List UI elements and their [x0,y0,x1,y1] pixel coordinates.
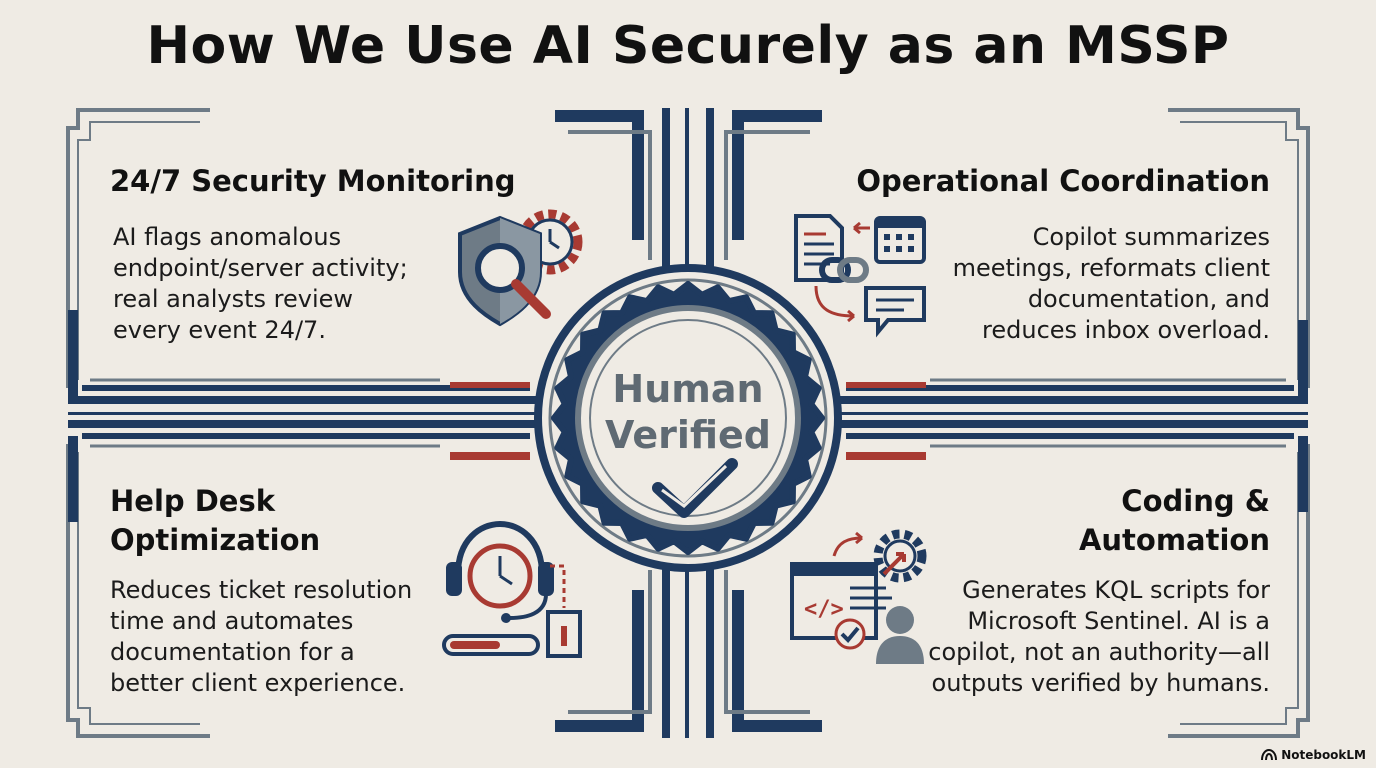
panel-top-right [724,108,1310,396]
headset-clock-progress-icon [442,520,582,658]
heading-coding-automation: Coding & Automation [1079,482,1270,560]
text-operational-coordination: Copilot summarizes meetings, reformats c… [953,222,1270,346]
heading-line: Help Desk [110,484,276,518]
text-line: Reduces ticket resolution [110,576,413,604]
seal-label: Human Verified [568,366,808,458]
text-line: reduces inbox overload. [982,316,1270,344]
panel-top-left [66,108,652,396]
text-line: Generates KQL scripts for [962,576,1270,604]
footer-brand-label: NotebookLM [1281,748,1366,762]
seal-line-1: Human [612,367,764,411]
human-verified-seal [534,264,842,572]
panel-bottom-left [66,433,652,738]
code-window-gear-user-icon: </> [790,529,927,664]
text-line: time and automates [110,607,354,635]
page-title: How We Use AI Securely as an MSSP [146,16,1230,76]
checkmark-icon [652,458,738,518]
text-line: Microsoft Sentinel. AI is a [967,607,1270,635]
heading-security-monitoring: 24/7 Security Monitoring [110,164,516,198]
notebooklm-logo-icon [1261,749,1278,761]
shield-magnifier-gear-clock-icon [458,209,583,327]
text-line: real analysts review [113,285,354,313]
text-line: Copilot summarizes [1032,223,1270,251]
seal-line-2: Verified [604,413,771,457]
heading-line: Optimization [110,523,321,557]
heading-help-desk: Help Desk Optimization [110,482,320,560]
text-line: documentation, and [1027,285,1270,313]
panel-bottom-right [724,433,1310,738]
text-line: endpoint/server activity; [113,254,408,282]
text-help-desk: Reduces ticket resolution time and autom… [110,575,412,699]
text-line: outputs verified by humans. [931,669,1270,697]
text-line: better client experience. [110,669,406,697]
heading-line: Automation [1078,523,1270,557]
text-line: AI flags anomalous [113,223,342,251]
text-line: meetings, reformats client [952,254,1270,282]
heading-operational-coordination: Operational Coordination [856,164,1270,198]
text-line: copilot, not an authority—all [928,638,1270,666]
text-security-monitoring: AI flags anomalous endpoint/server activ… [113,222,408,346]
text-line: every event 24/7. [113,316,326,344]
text-line: documentation for a [110,638,355,666]
footer-brand: NotebookLM [1261,748,1366,762]
heading-line: Coding & [1121,484,1270,518]
svg-text:</>: </> [804,597,844,622]
text-coding-automation: Generates KQL scripts for Microsoft Sent… [928,575,1270,699]
document-link-calendar-chat-icon [794,214,926,338]
